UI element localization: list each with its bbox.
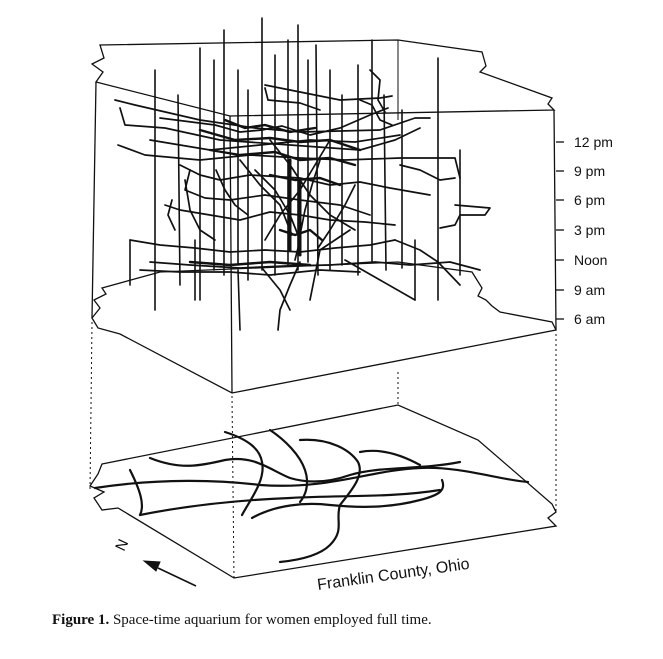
travel-path xyxy=(268,173,342,187)
travel-path xyxy=(215,169,249,216)
time-axis-label: 6 pm xyxy=(574,192,605,208)
north-arrow-shaft xyxy=(157,567,197,587)
travel-path xyxy=(264,84,393,101)
travel-path xyxy=(114,99,431,133)
aquarium-edge-front-middle xyxy=(229,115,233,394)
travel-path xyxy=(184,179,216,241)
aquarium-top-face xyxy=(90,39,556,117)
time-axis-label: 3 pm xyxy=(574,222,605,238)
time-axis: 12 pm 9 pm 6 pm 3 pm Noon 9 am 6 am xyxy=(556,134,613,327)
projection-line-middle xyxy=(231,395,235,579)
county-outline xyxy=(89,404,558,579)
travel-path xyxy=(277,261,301,331)
travel-path xyxy=(439,204,491,229)
aquarium-edge-front-left xyxy=(91,81,97,319)
stay-line xyxy=(237,269,241,331)
travel-path xyxy=(179,164,431,196)
travel-path xyxy=(159,107,389,136)
travel-path xyxy=(184,169,371,216)
travel-path xyxy=(269,139,356,231)
time-axis-label: 9 am xyxy=(574,282,605,298)
road xyxy=(148,456,462,483)
north-arrow-letter: N xyxy=(112,537,132,554)
projection-lines xyxy=(89,321,557,579)
travel-path xyxy=(297,159,321,256)
travel-path xyxy=(198,128,362,152)
aquarium-edge-front-right xyxy=(553,109,557,331)
stay-line xyxy=(383,94,387,271)
north-arrow-icon xyxy=(142,560,161,572)
travel-path xyxy=(117,144,461,179)
travel-path xyxy=(278,228,324,242)
travel-path xyxy=(188,260,312,267)
travel-path xyxy=(223,118,317,134)
figure-caption: Figure 1. Space-time aquarium for women … xyxy=(52,612,432,629)
travel-path xyxy=(139,269,361,276)
space-time-paths xyxy=(114,17,491,331)
road xyxy=(278,438,361,564)
space-time-aquarium: 12 pm 9 pm 6 pm 3 pm Noon 9 am 6 am Fran… xyxy=(89,17,613,594)
caption-text: Space-time aquarium for women employed f… xyxy=(112,612,432,628)
travel-path xyxy=(261,267,291,311)
travel-path xyxy=(149,134,401,151)
travel-path xyxy=(394,239,461,286)
stay-line xyxy=(177,94,181,286)
time-axis-label: Noon xyxy=(574,252,607,268)
travel-path xyxy=(309,229,351,301)
travel-path xyxy=(264,139,331,241)
travel-path xyxy=(317,184,356,249)
road xyxy=(138,488,442,517)
travel-path xyxy=(359,99,393,126)
travel-path xyxy=(208,148,357,167)
travel-path xyxy=(239,159,293,236)
road-network xyxy=(93,428,530,564)
travel-path xyxy=(344,259,416,301)
travel-path xyxy=(129,239,396,253)
dense-path-cluster xyxy=(188,118,362,267)
travel-path xyxy=(149,261,481,271)
road xyxy=(268,428,309,504)
projection-line-left xyxy=(89,321,93,491)
aquarium-bottom-face xyxy=(91,261,557,394)
road xyxy=(358,449,422,467)
time-axis-label: 6 am xyxy=(574,311,605,327)
road xyxy=(93,466,530,490)
time-axis-label: 12 pm xyxy=(574,134,613,150)
travel-segments xyxy=(114,69,491,331)
road xyxy=(250,478,445,520)
aquarium-box xyxy=(90,39,557,394)
travel-path xyxy=(399,164,456,181)
travel-path xyxy=(369,69,386,113)
travel-path xyxy=(119,107,421,151)
caption-lead: Figure 1. xyxy=(52,612,110,628)
north-arrow: N xyxy=(112,537,197,587)
road xyxy=(128,468,144,517)
travel-path xyxy=(167,199,176,231)
time-axis-label: 9 pm xyxy=(574,163,605,179)
base-map xyxy=(89,404,558,579)
travel-path xyxy=(264,87,321,111)
